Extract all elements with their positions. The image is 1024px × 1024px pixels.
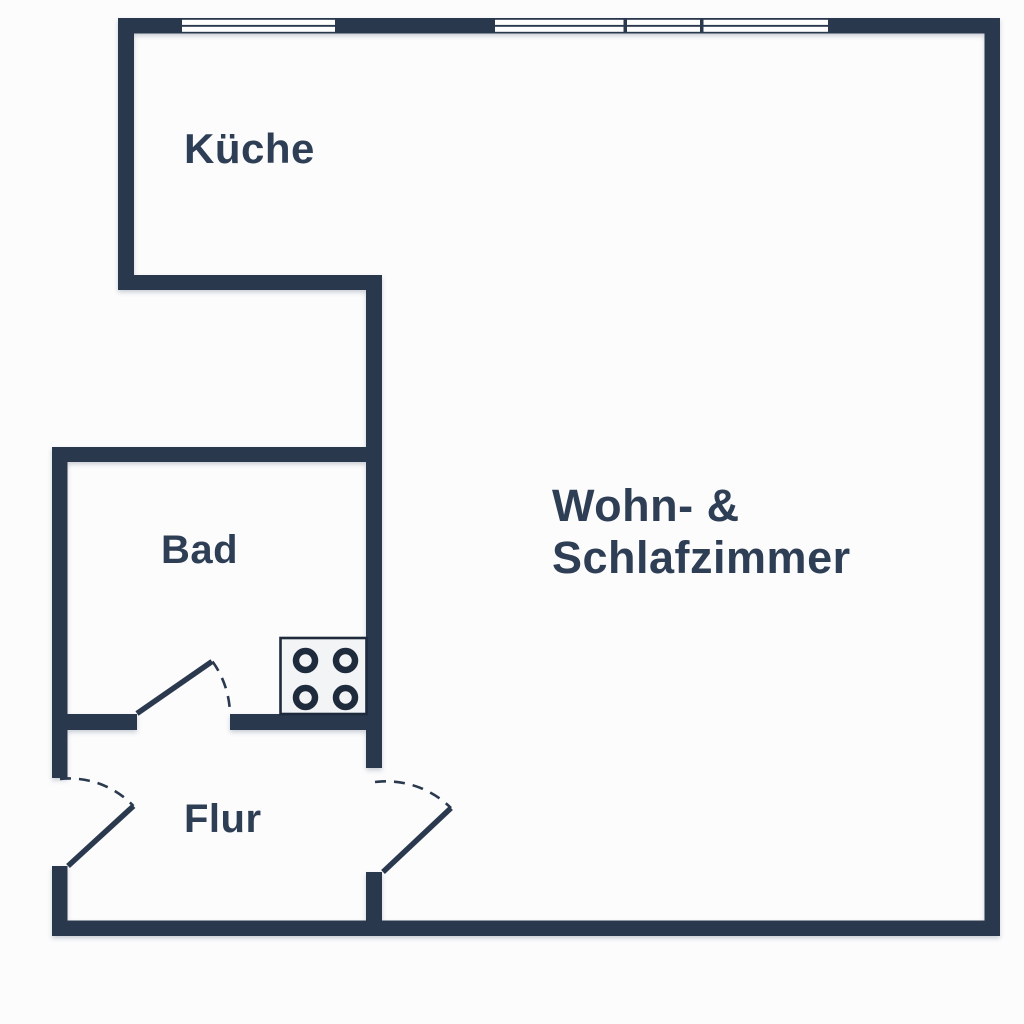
wall-interior-vertical (366, 275, 382, 768)
bathroom-door (135, 659, 232, 716)
stove-burner (292, 684, 319, 711)
room-label-kitchen: Küche (184, 125, 315, 172)
stove-burner (332, 684, 359, 711)
wall-hallway-stub (366, 872, 382, 921)
wall-left-lower-segment (52, 866, 68, 922)
wall-bathroom-bottom-left (67, 714, 137, 730)
window-midline (182, 24, 335, 27)
walls (52, 18, 1000, 936)
doors (59, 659, 453, 875)
wall-bathroom-bottom-right (230, 714, 366, 730)
stove-burner (292, 647, 319, 674)
wall-bottom (52, 920, 1000, 936)
window-separator (623, 19, 627, 33)
wall-kitchen-bottom (118, 275, 382, 290)
hallway-to-living-door (374, 780, 453, 875)
wall-left-upper-segment (52, 447, 68, 778)
room-labels: Küche Bad Wohn- & Schlafzimmer Flur (161, 125, 851, 841)
door-swing-arc (211, 660, 232, 714)
room-label-bathroom: Bad (161, 528, 238, 572)
stove-burner (332, 647, 359, 674)
windows (182, 19, 828, 33)
wall-kitchen-left (118, 18, 134, 290)
wall-bathroom-top (52, 447, 366, 462)
room-label-living-line1: Wohn- & (552, 480, 740, 531)
entry-door (59, 777, 136, 869)
window-frame-lines (182, 19, 828, 33)
stove-cooktop-icon (279, 636, 368, 716)
wall-right (984, 18, 1000, 936)
room-label-living-line2: Schlafzimmer (552, 532, 851, 583)
door-swing-arc (374, 780, 452, 809)
door-leaf (66, 803, 136, 869)
window-midline (495, 24, 828, 27)
room-label-hallway: Flur (184, 797, 262, 841)
window-separator (700, 19, 704, 33)
door-swing-arc (59, 777, 135, 807)
door-leaf (381, 805, 453, 875)
door-leaf (135, 659, 214, 716)
